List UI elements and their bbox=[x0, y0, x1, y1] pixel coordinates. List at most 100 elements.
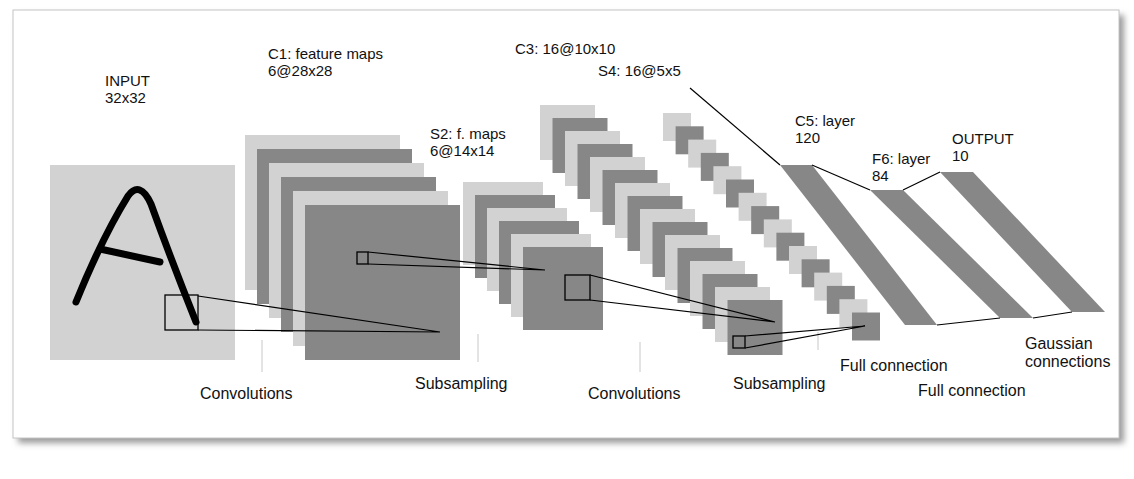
connection-line bbox=[812, 165, 870, 190]
layer-block: INPUT 32x32 bbox=[50, 70, 235, 360]
layer-label: F6: layer 84 bbox=[872, 150, 947, 185]
layer-shape bbox=[245, 45, 460, 360]
connection-line bbox=[368, 252, 545, 270]
layer-block: C3: 16@10x10 bbox=[515, 40, 782, 355]
letter-stroke bbox=[76, 190, 196, 322]
tick-lines bbox=[262, 332, 818, 372]
feature-map bbox=[665, 235, 720, 290]
frame-shadow bbox=[18, 15, 1124, 443]
feature-map bbox=[701, 153, 729, 181]
feature-map bbox=[511, 234, 591, 317]
connection-line bbox=[745, 326, 865, 348]
connection-line bbox=[937, 318, 1000, 325]
feature-map bbox=[245, 135, 400, 290]
layer-block: F6: layer 84 bbox=[870, 150, 1033, 318]
letter-stroke bbox=[100, 249, 160, 262]
frame-border bbox=[13, 10, 1119, 438]
connection-line bbox=[590, 275, 775, 322]
layer-label: C1: feature maps 6@28x28 bbox=[268, 45, 393, 80]
stage-label: Convolutions bbox=[200, 385, 293, 403]
feature-map bbox=[676, 126, 704, 154]
layer-block: C1: feature maps 6@28x28 bbox=[245, 45, 460, 360]
feature-map bbox=[487, 208, 567, 291]
receptive-field bbox=[733, 336, 745, 348]
layer-label: C5: layer 120 bbox=[795, 112, 870, 147]
label-holder: Full connection bbox=[918, 382, 1026, 400]
feature-map bbox=[764, 219, 792, 247]
layer-band bbox=[870, 190, 1033, 318]
feature-map bbox=[293, 191, 448, 346]
stage-label: Subsampling bbox=[415, 375, 508, 393]
feature-map bbox=[827, 286, 855, 314]
layer-label: C3: 16@10x10 bbox=[515, 40, 782, 57]
connection-line bbox=[690, 88, 780, 165]
feature-map bbox=[751, 206, 779, 234]
connection-line bbox=[198, 296, 440, 332]
label-holder: Subsampling bbox=[415, 375, 508, 393]
feature-map bbox=[553, 118, 608, 173]
feature-map bbox=[802, 259, 830, 287]
layer-block: OUTPUT 10 bbox=[940, 130, 1105, 312]
feature-map bbox=[663, 113, 691, 141]
stage-label: Full connection bbox=[918, 382, 1026, 400]
feature-map bbox=[628, 196, 683, 251]
feature-map bbox=[728, 300, 783, 355]
receptive-field bbox=[565, 275, 590, 300]
feature-map bbox=[688, 140, 716, 168]
feature-map bbox=[578, 144, 633, 199]
receptive-field bbox=[165, 295, 198, 330]
layer-band bbox=[940, 172, 1105, 312]
input-image bbox=[50, 165, 235, 360]
feature-map bbox=[715, 287, 770, 342]
feature-map bbox=[540, 105, 595, 160]
feature-map bbox=[269, 163, 424, 318]
receptive-field bbox=[357, 252, 368, 264]
feature-map bbox=[523, 247, 603, 330]
stage-label: Convolutions bbox=[588, 385, 681, 403]
feature-map bbox=[814, 273, 842, 301]
layer-shape bbox=[870, 150, 1033, 318]
feature-map bbox=[690, 261, 745, 316]
feature-map bbox=[713, 166, 741, 194]
feature-map bbox=[678, 248, 733, 303]
feature-map bbox=[499, 221, 579, 304]
layer-shape bbox=[515, 40, 782, 355]
layer-label: OUTPUT 10 bbox=[952, 130, 1018, 165]
layer-block: S4: 16@5x5 bbox=[598, 62, 880, 340]
layer-block: C5: layer 120 bbox=[780, 112, 937, 325]
feature-map bbox=[726, 180, 754, 208]
feature-map bbox=[305, 205, 460, 360]
layer-label: S4: 16@5x5 bbox=[598, 62, 880, 79]
layer-shape bbox=[598, 62, 880, 340]
feature-map bbox=[257, 149, 412, 304]
feature-map bbox=[590, 157, 645, 212]
feature-map bbox=[703, 274, 758, 329]
layer-band bbox=[780, 165, 937, 325]
feature-map bbox=[776, 233, 804, 261]
layer-block: S2: f. maps 6@14x14 bbox=[430, 125, 603, 330]
connection-line bbox=[903, 172, 940, 190]
feature-map bbox=[839, 299, 867, 327]
layer-shape bbox=[50, 70, 235, 360]
stage-label: Full connection bbox=[840, 357, 948, 375]
feature-map bbox=[739, 193, 767, 221]
layer-label: INPUT 32x32 bbox=[105, 72, 161, 107]
stage-label: Gaussian connections bbox=[1025, 335, 1120, 372]
feature-map bbox=[615, 183, 670, 238]
feature-map bbox=[281, 177, 436, 332]
feature-map bbox=[640, 209, 695, 264]
feature-map bbox=[653, 222, 708, 277]
feature-map bbox=[463, 182, 543, 265]
stage-label: Subsampling bbox=[733, 375, 826, 393]
layer-label: S2: f. maps 6@14x14 bbox=[430, 125, 525, 160]
label-holder: Subsampling bbox=[733, 375, 826, 393]
label-holder: Convolutions bbox=[588, 385, 681, 403]
feature-map bbox=[603, 170, 658, 225]
feature-map bbox=[475, 195, 555, 278]
label-holder: Full connection bbox=[840, 357, 948, 375]
label-holder: Convolutions bbox=[200, 385, 293, 403]
feature-map bbox=[789, 246, 817, 274]
label-holder: Gaussian connections bbox=[1025, 335, 1120, 372]
connection-line bbox=[1033, 312, 1072, 318]
